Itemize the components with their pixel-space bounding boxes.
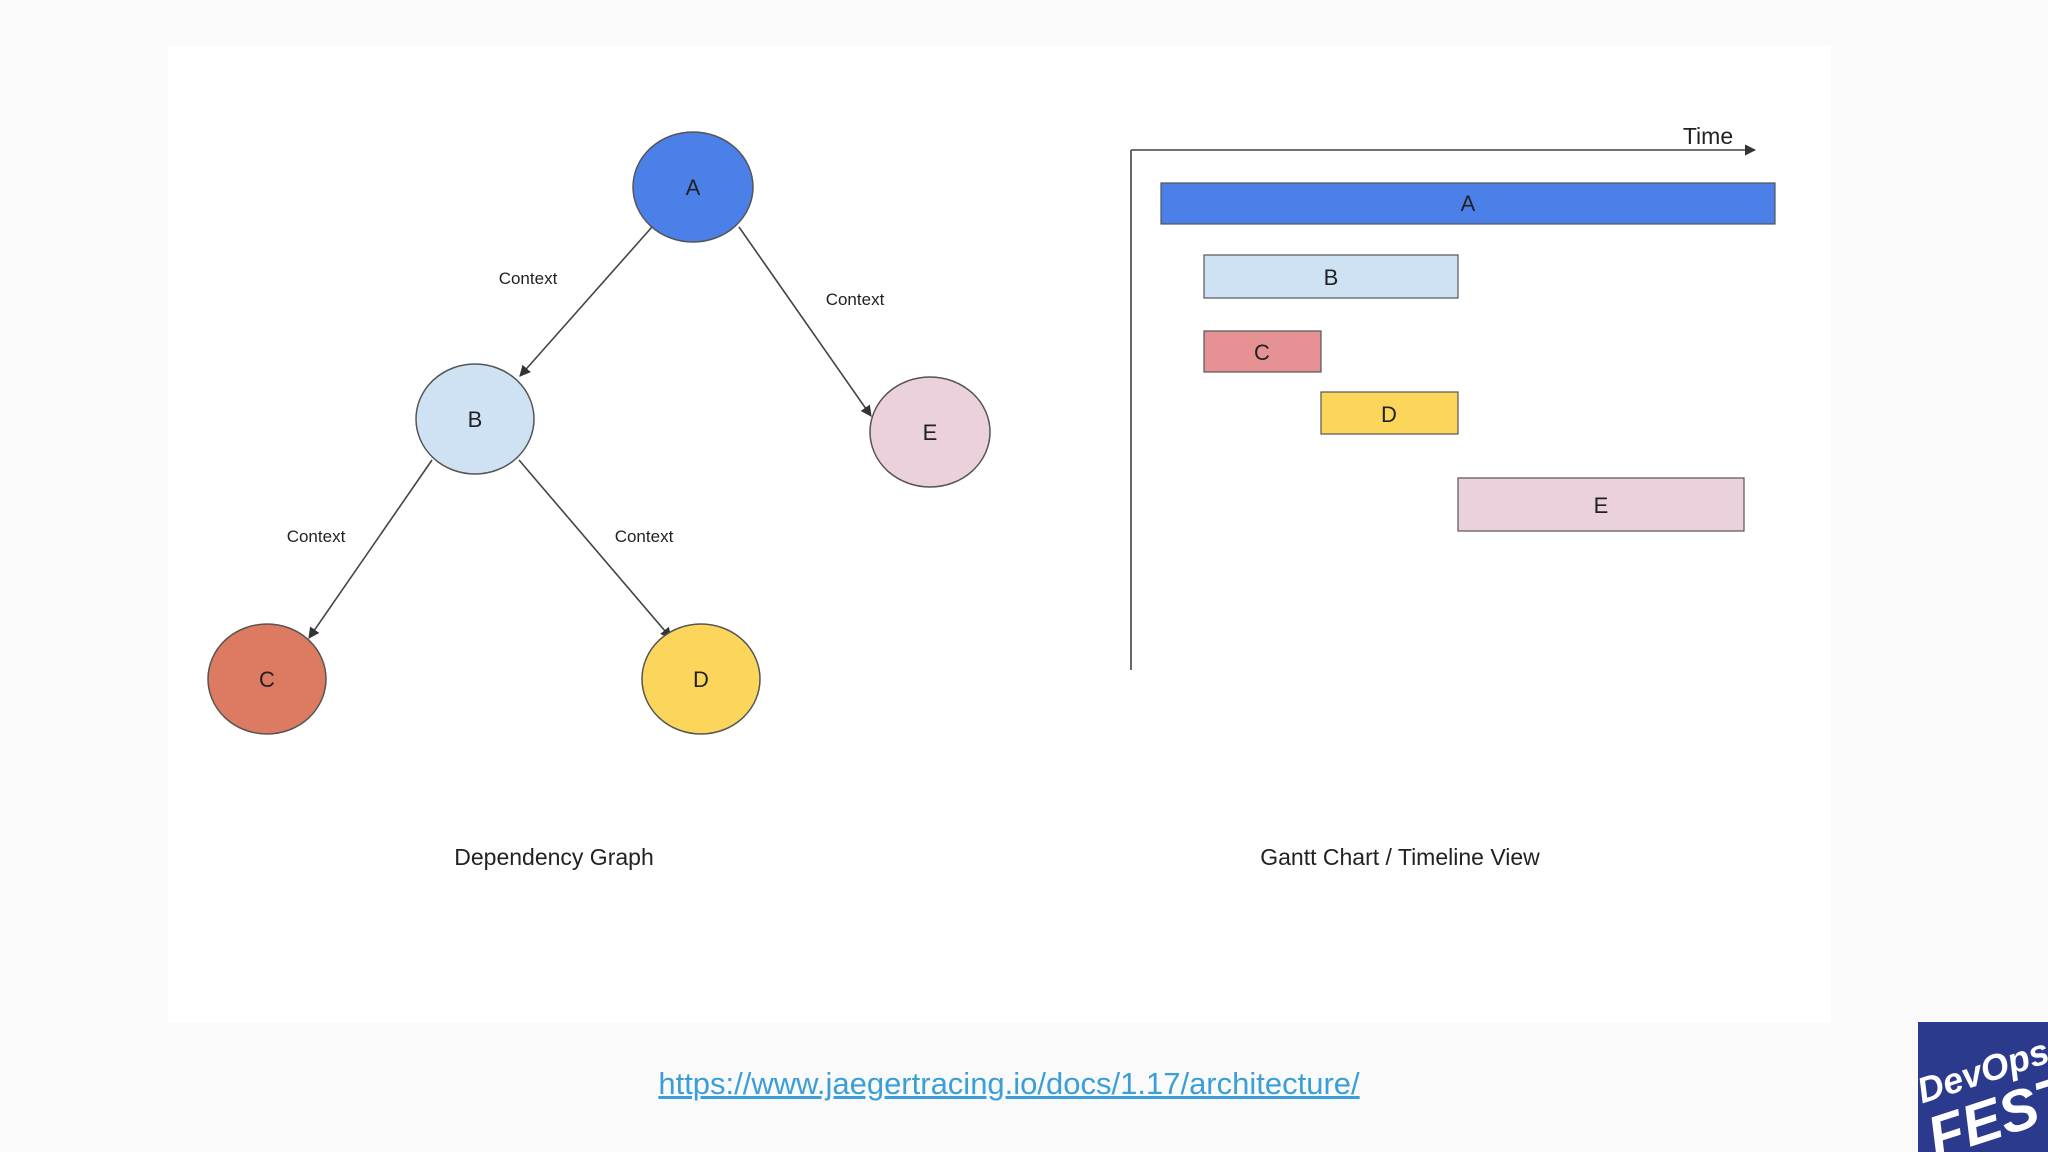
node-d [641, 623, 761, 735]
gantt-chart: Time A B C D E Gantt Chart / Timeline Vi… [1130, 123, 1776, 870]
node-label-e: E [923, 420, 938, 445]
dependency-graph: Context Context Context Context A B C D … [207, 131, 991, 870]
node-b [415, 363, 535, 475]
gantt-bar-e [1457, 477, 1745, 532]
gantt-bar-d [1320, 391, 1459, 435]
node-label-d: D [693, 667, 709, 692]
gantt-bar-label-b: B [1324, 265, 1339, 290]
edge-label-b-c: Context [287, 527, 346, 546]
gantt-bar-label-e: E [1594, 493, 1609, 518]
node-c [207, 623, 327, 735]
node-e [869, 376, 991, 488]
diagram-svg: Context Context Context Context A B C D … [207, 123, 1776, 870]
edge-b-c [308, 459, 433, 639]
node-label-c: C [259, 667, 275, 692]
diagram-canvas: Context Context Context Context A B C D … [168, 46, 1831, 1023]
gantt-bar-a [1160, 182, 1776, 225]
edge-a-e [738, 226, 872, 417]
gantt-bar-c [1203, 330, 1322, 373]
node-label-b: B [468, 407, 483, 432]
node-label-a: A [686, 175, 701, 200]
edge-b-d [518, 459, 672, 639]
devopsfest-logo: DevOps FEST [1918, 1022, 2048, 1152]
dependency-graph-caption: Dependency Graph [454, 844, 653, 870]
gantt-bar-label-a: A [1461, 191, 1476, 216]
gantt-time-label: Time [1683, 123, 1733, 149]
edge-label-a-e: Context [826, 290, 885, 309]
edge-a-b [519, 226, 653, 377]
node-a [632, 131, 754, 243]
gantt-bar-label-d: D [1381, 402, 1397, 427]
gantt-bar-label-c: C [1254, 340, 1270, 365]
gantt-bar-b [1203, 254, 1459, 299]
edge-label-b-d: Context [615, 527, 674, 546]
gantt-caption: Gantt Chart / Timeline View [1260, 844, 1540, 870]
reference-link[interactable]: https://www.jaegertracing.io/docs/1.17/a… [658, 1066, 1360, 1101]
edge-label-a-b: Context [499, 269, 558, 288]
